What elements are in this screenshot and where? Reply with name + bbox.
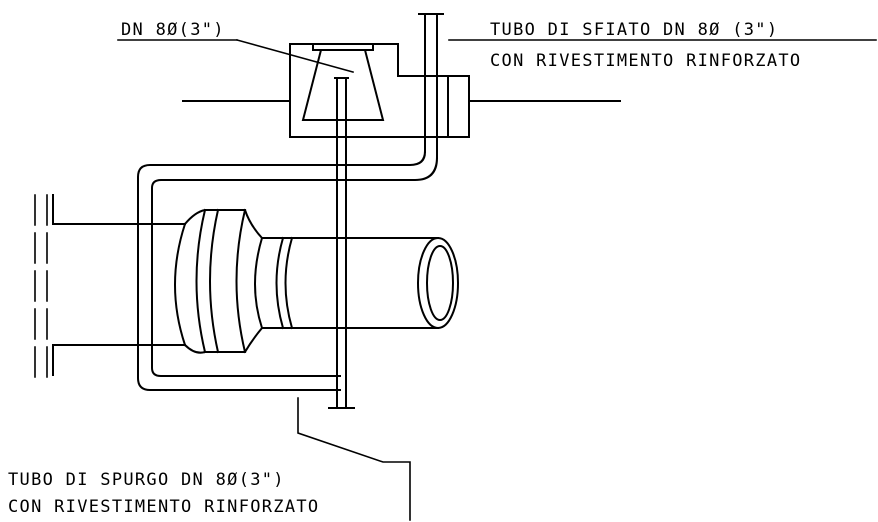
main-pipe bbox=[34, 194, 459, 381]
drain-pipe-label-line1: TUBO DI SPURGO DN 8Ø(3") bbox=[8, 470, 285, 490]
drain-pipe-label-line2: CON RIVESTIMENTO RINFORZATO bbox=[8, 497, 319, 517]
drain-pipe bbox=[328, 77, 355, 409]
leader-lines bbox=[117, 39, 877, 521]
valve-chamber bbox=[182, 43, 621, 138]
valve-size-label: DN 8Ø(3") bbox=[121, 20, 225, 40]
vent-pipe-label-line2: CON RIVESTIMENTO RINFORZATO bbox=[490, 51, 801, 71]
vent-pipe-label-line1: TUBO DI SFIATO DN 8Ø (3") bbox=[490, 20, 778, 40]
vent-pipe bbox=[137, 13, 444, 391]
